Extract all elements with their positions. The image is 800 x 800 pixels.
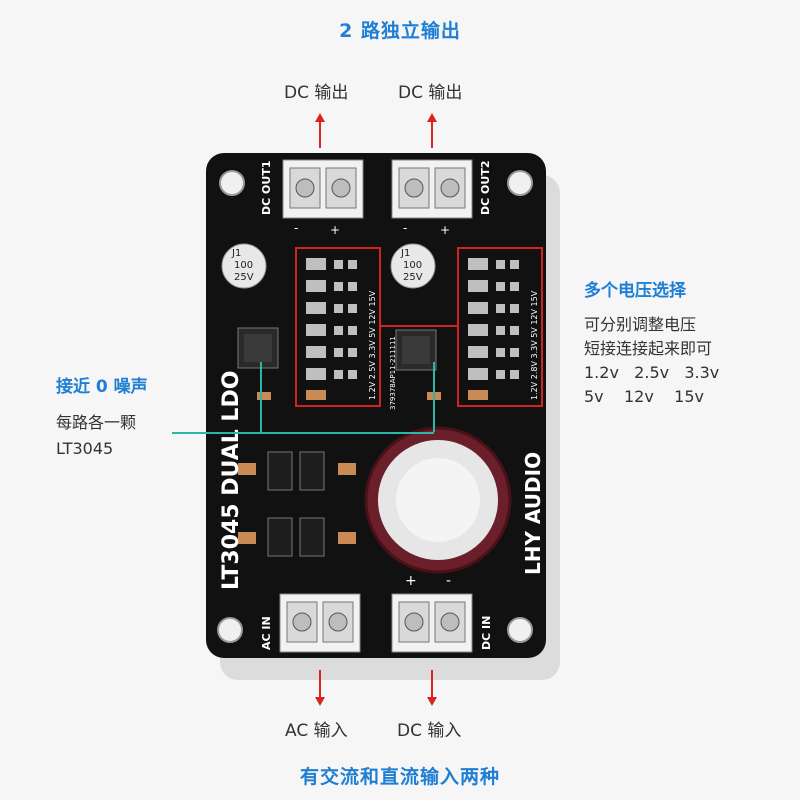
- headline-top: 2 路独立输出: [339, 20, 461, 42]
- ac-input-label: AC 输入: [285, 721, 348, 741]
- dc-output-label-2: DC 输出: [398, 83, 463, 103]
- noise-desc-1: 每路各一颗: [56, 413, 137, 432]
- noise-leader-right-ic: [433, 362, 435, 432]
- silk-dc-in: DC IN: [480, 616, 493, 650]
- silk-dc-out2: DC OUT2: [479, 161, 492, 215]
- silk-minus-in: -: [446, 573, 451, 589]
- silk-product: LT3045 DUAL LDO: [219, 371, 244, 590]
- dc-input-label: DC 输入: [397, 721, 462, 741]
- silk-serial: 379378AP11-211111: [389, 336, 397, 410]
- voltage-desc-2: 短接连接起来即可: [584, 339, 713, 358]
- silk-dc-out1: DC OUT1: [260, 161, 273, 215]
- rectifier-diodes: [238, 451, 356, 557]
- svg-text:100: 100: [234, 260, 253, 271]
- silk-plus-1: +: [330, 223, 340, 237]
- svg-text:100: 100: [403, 260, 422, 271]
- noise-title: 接近 0 噪声: [56, 377, 148, 397]
- ac-in-terminal: [279, 593, 361, 653]
- noise-leader-left-ic: [260, 362, 262, 432]
- cap-j1-right: J1 100 25V: [390, 243, 436, 289]
- silk-minus-2: -: [403, 221, 407, 235]
- silk-brand: LHY AUDIO: [521, 452, 545, 575]
- voltage-row-2: 5v 12v 15v: [584, 387, 704, 406]
- voltage-select-title: 多个电压选择: [584, 281, 686, 301]
- voltage-row-1: 1.2v 2.5v 3.3v: [584, 363, 720, 382]
- silk-minus-1: -: [294, 221, 298, 235]
- dc-output-label-1: DC 输出: [284, 83, 349, 103]
- dc-out1-terminal: [282, 159, 364, 219]
- lt3045-ic-left: [237, 327, 279, 369]
- lt3045-ic-right: [395, 329, 437, 371]
- silk-jumper-voltages-left: 1.2V 2.5V 3.3V 5V 12V 15V: [368, 290, 377, 400]
- svg-text:25V: 25V: [403, 272, 423, 283]
- silk-jumper-voltages-right: 1.2V 2.8V 3.3V 5V 12V 15V: [530, 290, 539, 400]
- silk-plus-2: +: [440, 223, 450, 237]
- svg-text:J1: J1: [231, 248, 241, 259]
- voltage-desc-1: 可分别调整电压: [584, 315, 697, 334]
- cap-j1-left: J1 100 25V: [221, 243, 267, 289]
- silk-ac-in: AC IN: [260, 616, 273, 650]
- large-filter-capacitor: [364, 426, 512, 574]
- headline-bottom: 有交流和直流输入两种: [299, 766, 500, 788]
- svg-text:25V: 25V: [234, 272, 254, 283]
- dc-out2-terminal: [391, 159, 473, 219]
- noise-desc-2: LT3045: [56, 439, 114, 458]
- dc-in-terminal: [391, 593, 473, 653]
- noise-leader-horizontal: [172, 432, 434, 434]
- silk-plus-in: +: [405, 573, 417, 589]
- svg-text:J1: J1: [400, 248, 410, 259]
